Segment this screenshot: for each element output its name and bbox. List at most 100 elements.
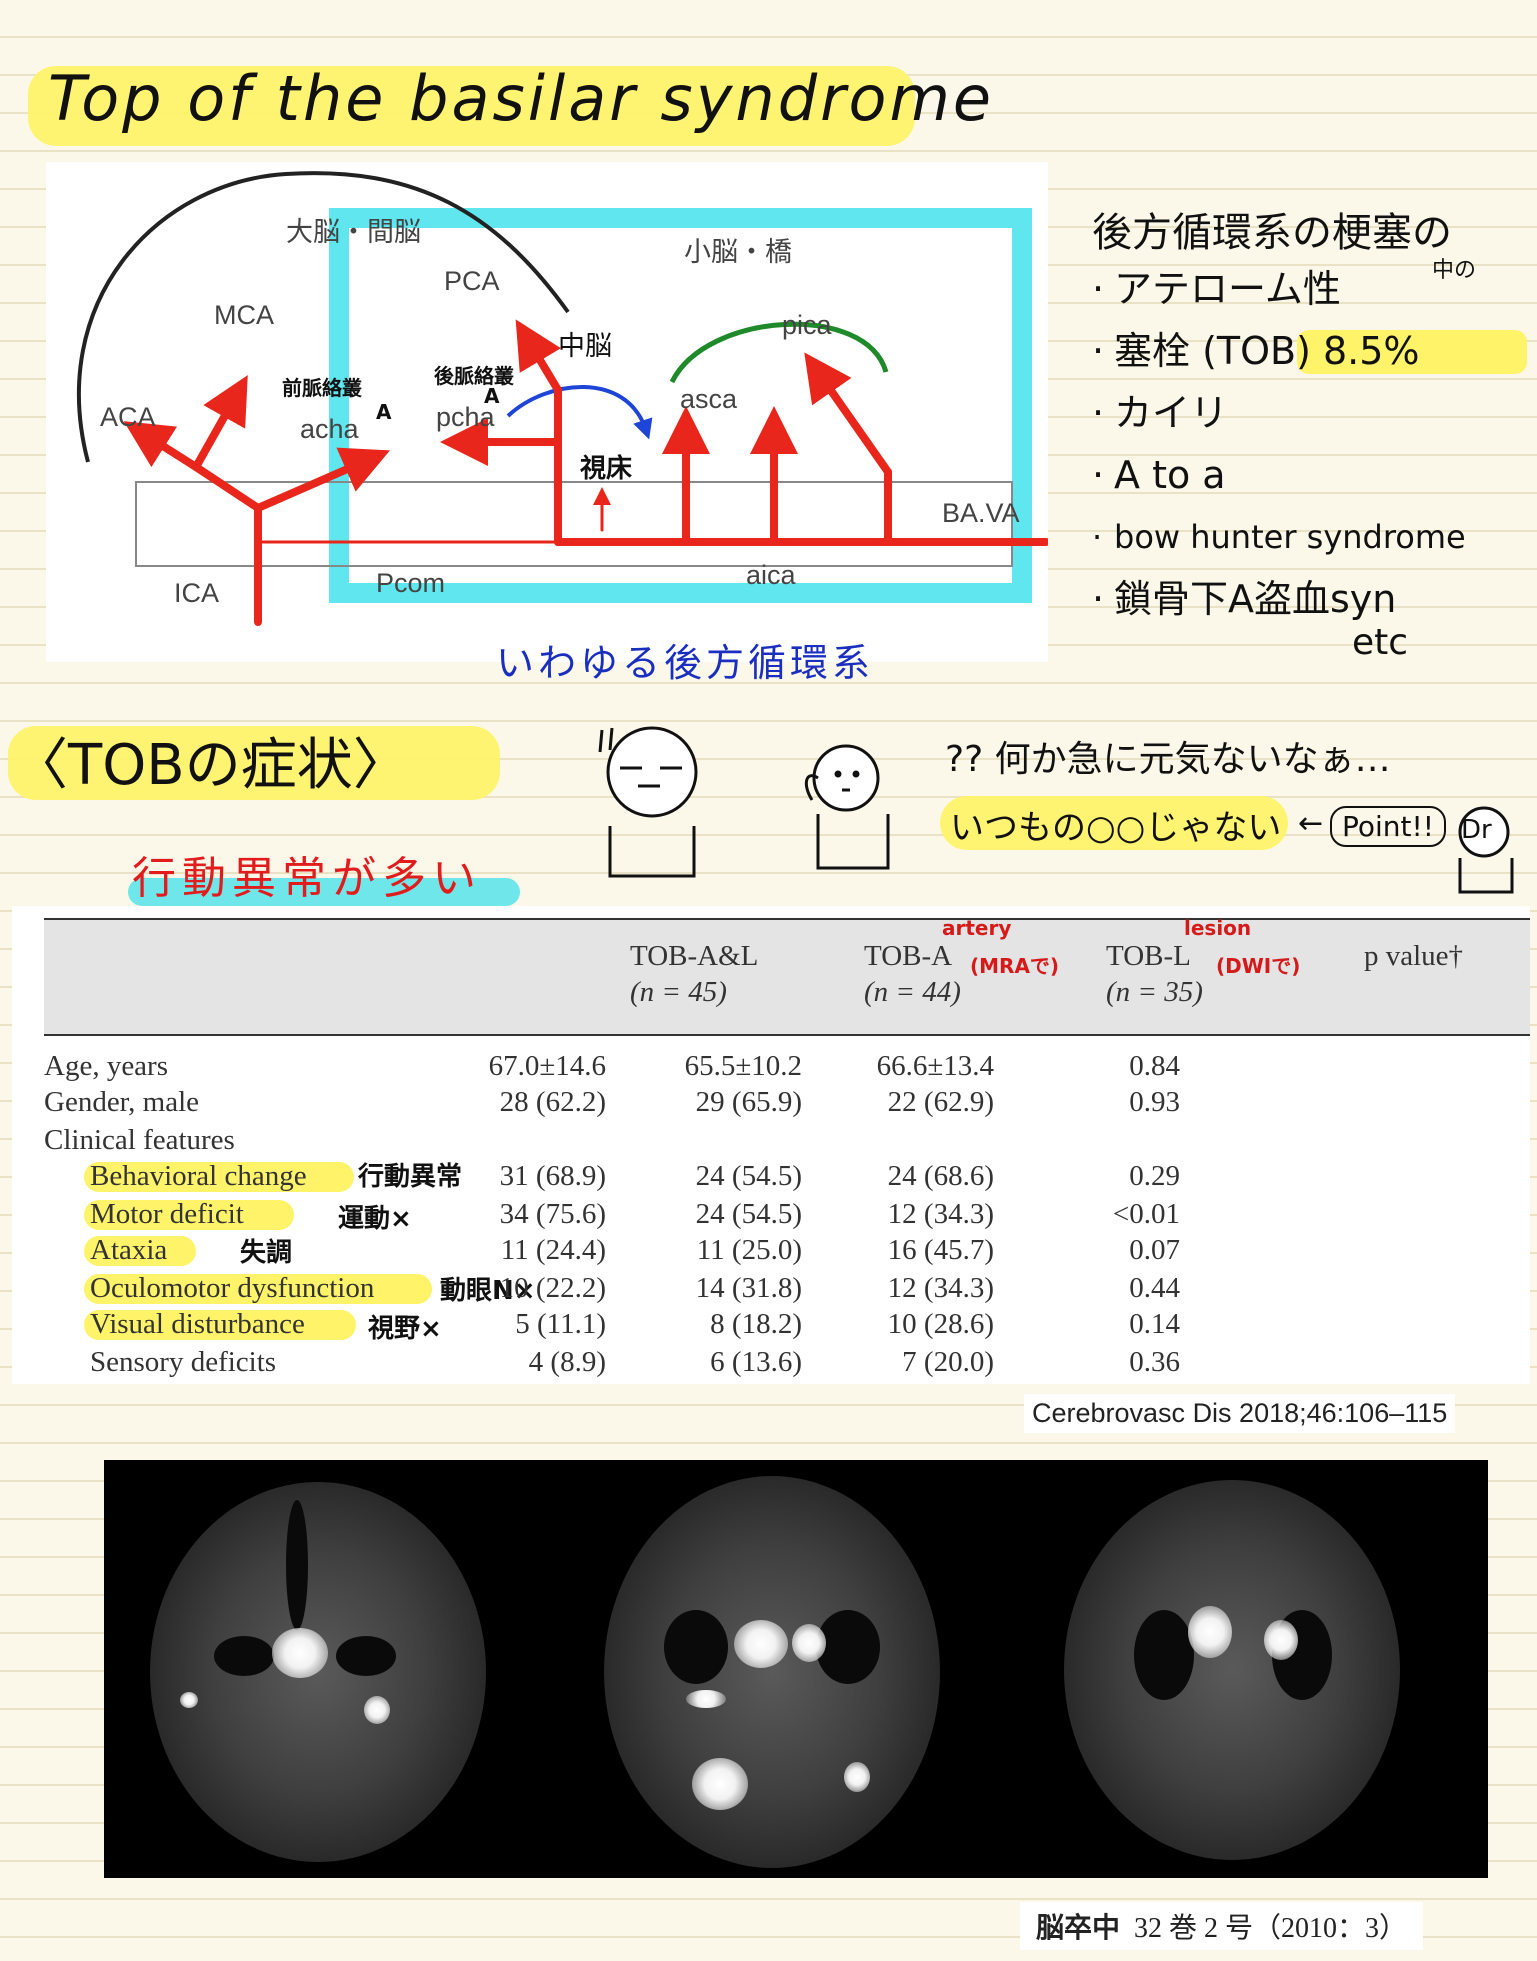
mra-note: (MRAで) [970, 954, 1060, 978]
table-cell: 16 (45.7) [887, 1234, 994, 1266]
not-usual-text: いつもの○○じゃない [950, 808, 1282, 848]
lesion [272, 1628, 328, 1678]
thalamus-note: 視床 [580, 454, 633, 484]
clinical-features-table: artery (MRAで) lesion (DWIで) TOB-A&L (n =… [12, 906, 1530, 1384]
note-item: ·カイリ [1092, 391, 1229, 435]
posterior-a-note: A [484, 384, 500, 408]
ventricle [664, 1610, 728, 1684]
behavior-highlight [128, 878, 520, 906]
lesion [792, 1624, 826, 1662]
lesion [692, 1758, 748, 1810]
posterior-circulation-frame [329, 208, 1032, 603]
row-label: Sensory deficits [90, 1346, 277, 1378]
table-cell: 10 (22.2) [499, 1272, 606, 1304]
lesion [1188, 1606, 1232, 1658]
table-cell: 7 (20.0) [902, 1346, 994, 1378]
table-cell: 10 (28.6) [887, 1308, 994, 1340]
row-note: 行動異常 [358, 1162, 463, 1192]
table-cell: 0.44 [1129, 1272, 1180, 1304]
col-n-tob-al: (n = 45) [630, 976, 727, 1008]
col-header-p-value: p value† [1364, 940, 1464, 972]
table-cell: 12 (34.3) [887, 1272, 994, 1304]
table-cell: 0.36 [1129, 1346, 1180, 1378]
ica-label: ICA [174, 578, 220, 608]
posterior-circulation-caption: いわゆる後方循環系 [496, 641, 875, 685]
row-label: Behavioral change [90, 1160, 307, 1192]
table-cell: 0.29 [1129, 1160, 1180, 1192]
table-cell: 5 (11.1) [515, 1308, 606, 1340]
ventricle [1134, 1610, 1194, 1700]
table-cell: 24 (54.5) [695, 1198, 802, 1230]
col-header-tob-l: TOB-L [1106, 940, 1191, 972]
pcha-arc [506, 385, 653, 440]
midbrain-label: 中脳 [558, 331, 612, 361]
table-cell: 31 (68.9) [499, 1160, 606, 1192]
table-cell: 24 (68.6) [887, 1160, 994, 1192]
row-label: Motor deficit [90, 1198, 244, 1230]
artery-diagram-svg [76, 171, 1048, 626]
table-cell: 0.14 [1129, 1308, 1180, 1340]
pca-label: PCA [444, 266, 500, 296]
lesion [734, 1620, 788, 1668]
row-highlight [84, 1162, 354, 1192]
table-cell: 67.0±14.6 [488, 1050, 606, 1082]
row-note: 視野× [368, 1314, 442, 1344]
table-cell: 22 (62.9) [887, 1086, 994, 1118]
table-cell: 66.6±13.4 [876, 1050, 994, 1082]
table-cell: 24 (54.5) [695, 1160, 802, 1192]
row-note: 失調 [240, 1238, 293, 1268]
table-cell: 0.84 [1129, 1050, 1180, 1082]
row-label: Oculomotor dysfunction [90, 1272, 375, 1304]
bava-label: BA.VA [942, 498, 1020, 528]
cerebrum-arc [76, 171, 570, 463]
anterior-choroidal-note: 前脈絡叢 [282, 376, 362, 400]
row-note: 運動× [338, 1204, 412, 1234]
table-cell: 0.07 [1129, 1234, 1180, 1266]
lesion [180, 1692, 198, 1708]
table-cell: 8 (18.2) [710, 1308, 802, 1340]
usual-highlight [940, 796, 1288, 850]
artery-note: artery [942, 916, 1012, 940]
doctor-label: Dr [1461, 815, 1492, 845]
mri-dwi-images [104, 1460, 1488, 1878]
table-cell: 11 (24.4) [500, 1234, 606, 1266]
asca-label: asca [680, 384, 738, 414]
etc-note: etc [1352, 622, 1409, 663]
row-highlight [84, 1200, 294, 1230]
row-label: Clinical features [44, 1124, 235, 1156]
table-cell: 0.93 [1129, 1086, 1180, 1118]
table-cell: 65.5±10.2 [684, 1050, 802, 1082]
acha-label: acha [300, 414, 359, 444]
row-highlight [84, 1310, 356, 1340]
table-cell: <0.01 [1112, 1198, 1180, 1230]
aca-branch [192, 463, 262, 512]
table-cell: 11 (25.0) [696, 1234, 802, 1266]
mca-branch [192, 375, 248, 471]
table-cell: 28 (62.2) [499, 1086, 606, 1118]
note-item-tob: ·塞栓 (TOB) 8.5% [1092, 320, 1532, 382]
ventricle [816, 1610, 880, 1684]
citation-cerebrovasc-dis: Cerebrovasc Dis 2018;46:106–115 [1024, 1394, 1456, 1433]
sudden-change-text: ?? 何か急に元気ないなぁ… [945, 739, 1391, 780]
cerebellar-arc [669, 321, 889, 384]
citation-nosotchu: 脳卒中 32 巻 2 号（2010：3） [1020, 1902, 1424, 1950]
table-cell: 34 (75.6) [499, 1198, 606, 1230]
posterior-infarct-notes: 後方循環系の梗塞の ·アテローム性 ·塞栓 (TOB) 8.5% ·カイリ ·A… [1092, 200, 1532, 630]
cerebellum-label: 小脳・橋 [684, 237, 792, 267]
lesion [364, 1696, 390, 1724]
lesion [1264, 1620, 1298, 1660]
ventricle [336, 1636, 396, 1676]
acha-branch [254, 447, 390, 512]
table-cell: 6 (13.6) [710, 1346, 802, 1378]
pcom-label: Pcom [376, 568, 446, 598]
row-note: 動眼N× [440, 1276, 536, 1306]
title-highlight [28, 66, 915, 146]
note-item: ·アテローム性 [1092, 267, 1341, 311]
page-title: Top of the basilar syndrome [48, 62, 995, 135]
tob-symptoms-title: 〈TOBの症状〉 [12, 733, 409, 798]
doctor-figure-icon [1458, 806, 1514, 894]
worried-figure-icon [804, 744, 890, 870]
pica-label: pica [782, 310, 832, 340]
row-highlight [84, 1274, 432, 1304]
left-arrow-icon: ← [1298, 806, 1324, 841]
